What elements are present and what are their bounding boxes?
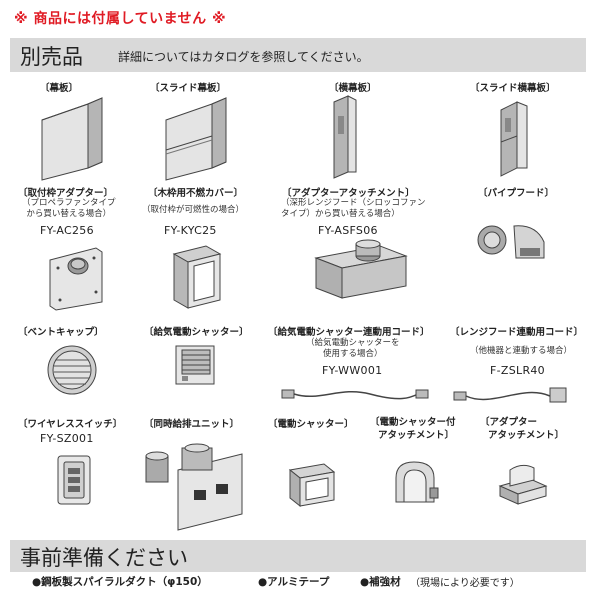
label-adapter-attachment2-2: アタッチメント〕: [488, 430, 565, 441]
note-adapter-frame: （プロペラファンタイプ から買い替える場合）: [22, 198, 116, 219]
sync-unit-illustration: [145, 443, 243, 531]
label-electric-shutter: 〔電動シャッター〕: [268, 419, 354, 430]
adapter-attachment-illustration: [314, 239, 408, 299]
note-shutter-cord: （給気電動シャッターを 使用する場合）: [306, 338, 400, 359]
label-wood-cover: 〔木枠用不燃カバー〕: [148, 188, 244, 199]
electric-shutter-illustration: [288, 463, 336, 508]
slide-yoko-makuita-illustration: [500, 101, 528, 177]
label-yoko-makuita: 〔横幕板〕: [329, 83, 377, 94]
vent-cap-illustration: [47, 345, 97, 395]
label-vent-cap: 〔ベントキャップ〕: [18, 327, 104, 338]
wood-cover-illustration: [172, 245, 222, 309]
makuita-illustration: [41, 97, 103, 181]
label-range-cord: 〔レンジフード連動用コード〕: [450, 327, 584, 338]
label-adapter-frame: 〔取付枠アダプター〕: [18, 188, 114, 199]
label-pipe-hood: 〔パイプフード〕: [478, 188, 555, 199]
range-cord-illustration: [453, 387, 567, 403]
yoko-makuita-illustration: [333, 95, 357, 179]
shutter-cord-illustration: [281, 389, 429, 400]
note-wood-cover: （取付枠が可燃性の場合）: [142, 205, 245, 215]
label-adapter-attachment: 〔アダプターアタッチメント〕: [282, 188, 415, 199]
prep-title: 事前準備ください: [20, 546, 188, 570]
adapter-frame-illustration: [49, 247, 103, 311]
note-adapter-attachment: （深形レンジフード（シロッコファン タイプ）から買い替える場合）: [281, 198, 426, 219]
code-adapter-attachment: FY-ASFS06: [318, 224, 378, 237]
wireless-switch-illustration: [57, 455, 91, 505]
label-shutter-attachment-1: 〔電動シャッター付: [370, 417, 456, 428]
pipe-hood-illustration: [477, 225, 545, 259]
accessories-subtitle: 詳細についてはカタログを参照してください。: [118, 50, 369, 64]
notice-text: ※ 商品には付属していません ※: [14, 11, 227, 27]
code-shutter-cord: FY-WW001: [322, 364, 383, 377]
code-wood-cover: FY-KYC25: [164, 224, 217, 237]
prep-item-tape: ●アルミテープ: [258, 576, 330, 588]
adapter-attachment2-illustration: [498, 464, 548, 505]
supply-shutter-illustration: [175, 345, 215, 385]
label-slide-yoko-makuita: 〔スライド横幕板〕: [470, 83, 556, 94]
note-range-cord: （他機器と連動する場合）: [470, 346, 573, 356]
label-supply-shutter: 〔給気電動シャッター〕: [144, 327, 249, 338]
prep-item-reinforcement: ●補強材: [360, 576, 401, 588]
label-shutter-cord: 〔給気電動シャッター連動用コード〕: [268, 327, 430, 338]
prep-extra-note: （現場により必要です）: [410, 578, 520, 589]
label-makuita: 〔幕板〕: [40, 83, 79, 94]
label-sync-unit: 〔同時給排ユニット〕: [144, 419, 240, 430]
accessories-header: 別売品 詳細についてはカタログを参照してください。: [10, 38, 586, 72]
code-wireless-switch: FY-SZ001: [40, 432, 94, 445]
shutter-attachment-illustration: [395, 461, 439, 503]
label-shutter-attachment-2: アタッチメント〕: [378, 430, 455, 441]
label-adapter-attachment2-1: 〔アダプター: [480, 417, 538, 428]
slide-makuita-illustration: [165, 97, 227, 181]
label-wireless-switch: 〔ワイヤレススイッチ〕: [18, 419, 123, 430]
label-slide-makuita: 〔スライド幕板〕: [150, 83, 227, 94]
code-range-cord: F-ZSLR40: [490, 364, 545, 377]
prep-header: 事前準備ください: [10, 540, 586, 572]
prep-item-duct: ●鋼板製スパイラルダクト（φ150）: [32, 576, 208, 588]
accessories-title: 別売品: [20, 45, 83, 69]
code-adapter-frame: FY-AC256: [40, 224, 94, 237]
